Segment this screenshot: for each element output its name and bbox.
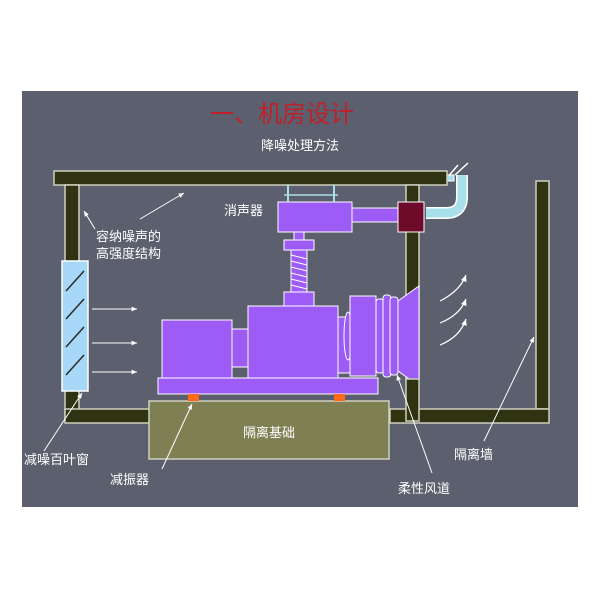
machine-room-diagram: 一、机房设计 降噪处理方法 隔离基础 消声器 bbox=[22, 91, 578, 507]
generator-block bbox=[161, 319, 233, 379]
louver-label: 减噪百叶窗 bbox=[24, 452, 89, 468]
leader-lines bbox=[43, 192, 535, 474]
isolation-wall-label: 隔离墙 bbox=[454, 447, 493, 463]
damper-pad-left bbox=[188, 394, 199, 401]
high-strength-structure-label-line2: 高强度结构 bbox=[96, 246, 161, 262]
coupling-block bbox=[231, 328, 249, 368]
exhaust-pipe bbox=[426, 162, 469, 219]
engine-base-frame bbox=[157, 377, 379, 395]
slide-title: 一、机房设计 bbox=[210, 100, 354, 128]
muffler-pipe bbox=[351, 207, 399, 223]
damper-label: 减振器 bbox=[110, 473, 149, 488]
connector-pipe bbox=[293, 231, 305, 241]
high-strength-structure-label-line1: 容纳噪声的 bbox=[96, 229, 161, 245]
exhaust-air-arrows bbox=[439, 274, 467, 346]
exhaust-box bbox=[397, 201, 425, 233]
floor-left bbox=[64, 408, 156, 424]
muffler-label: 消声器 bbox=[224, 204, 263, 219]
radiator bbox=[349, 295, 377, 377]
isolation-wall-floor bbox=[389, 408, 550, 424]
louver-window bbox=[61, 260, 89, 392]
airflow-arrows bbox=[92, 306, 137, 375]
engine-block bbox=[247, 305, 339, 379]
flexible-duct bbox=[375, 285, 420, 387]
flexible-duct-label: 柔性风道 bbox=[398, 482, 450, 497]
inner-right-wall-bottom bbox=[405, 378, 420, 422]
spring-coupling bbox=[283, 239, 315, 307]
muffler bbox=[277, 201, 353, 233]
damper-pad-right bbox=[334, 394, 345, 401]
slide-subtitle: 降噪处理方法 bbox=[261, 138, 339, 154]
diagram-slide: 一、机房设计 降噪处理方法 隔离基础 消声器 bbox=[22, 91, 578, 507]
isolation-wall-vertical bbox=[535, 180, 550, 410]
roof-slab bbox=[53, 170, 448, 186]
isolation-base-label: 隔离基础 bbox=[243, 425, 295, 441]
